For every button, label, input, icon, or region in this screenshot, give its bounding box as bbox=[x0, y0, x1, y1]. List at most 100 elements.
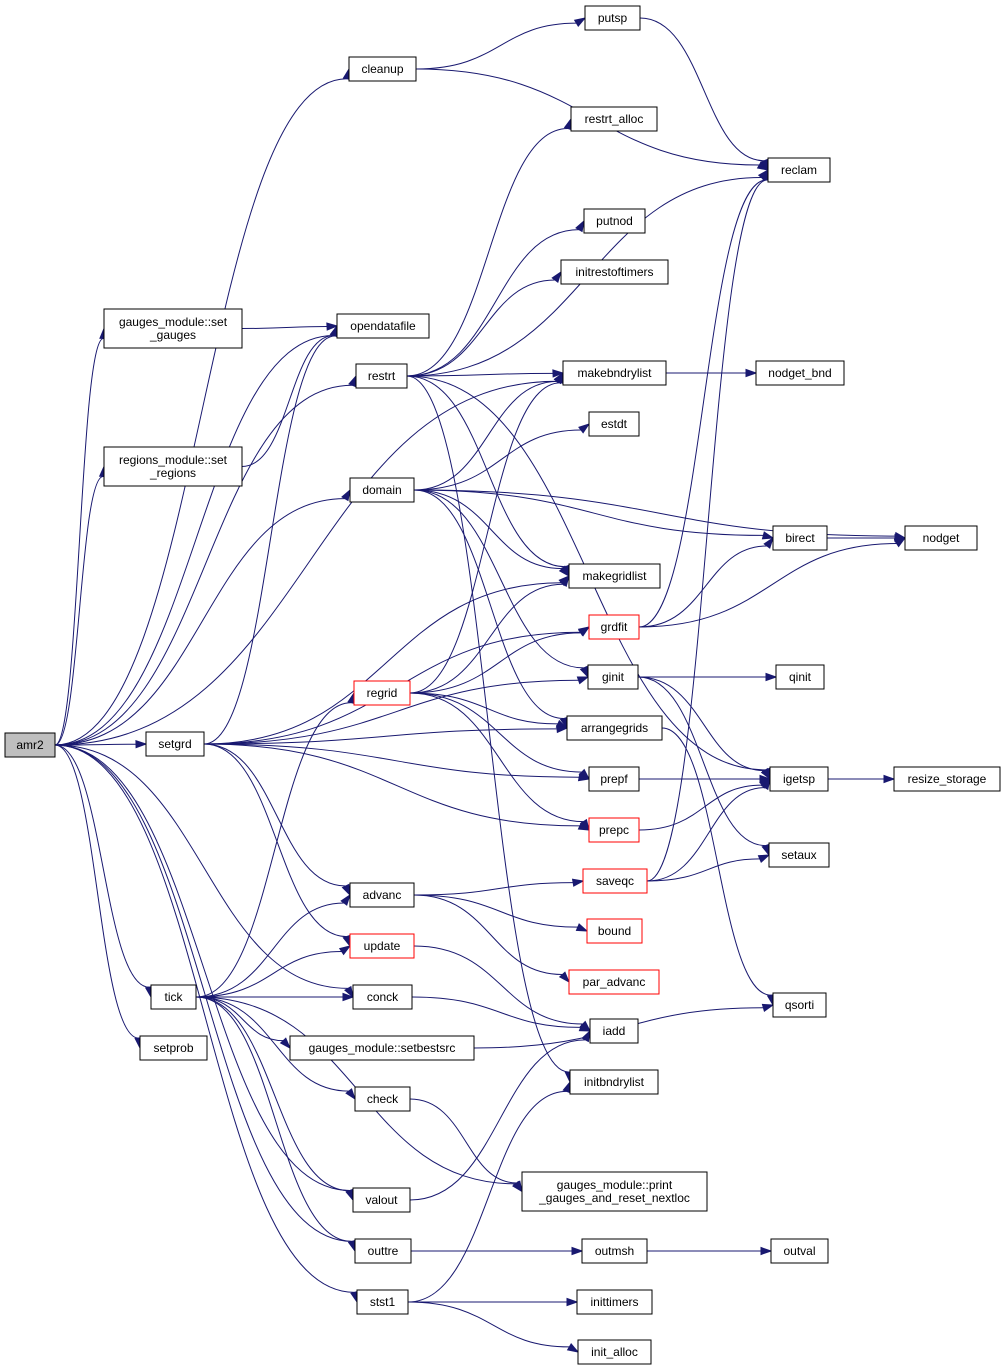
node-stst1[interactable]: stst1 bbox=[356, 1289, 409, 1315]
node-advanc[interactable]: advanc bbox=[349, 882, 415, 908]
node-nodget[interactable]: nodget bbox=[904, 525, 978, 551]
node-tick[interactable]: tick bbox=[150, 984, 197, 1010]
node-box bbox=[589, 1018, 639, 1044]
edge-line bbox=[637, 676, 766, 847]
arrowhead bbox=[577, 772, 591, 782]
node-makebndrylist[interactable]: makebndrylist bbox=[562, 360, 667, 386]
edge-amr2-to-domain bbox=[54, 488, 351, 746]
node-init-alloc[interactable]: init_alloc bbox=[577, 1339, 652, 1365]
node-setaux[interactable]: setaux bbox=[768, 842, 830, 868]
edge-tick-to-update bbox=[195, 945, 352, 998]
node-gset[interactable]: gauges_module::set_gauges bbox=[103, 308, 243, 349]
edge-setgrd-to-prepf bbox=[203, 743, 591, 782]
node-label: stst1 bbox=[370, 1295, 396, 1309]
node-inittimers[interactable]: inittimers bbox=[576, 1289, 653, 1315]
node-qinit[interactable]: qinit bbox=[775, 664, 825, 690]
edge-update-to-iadd bbox=[413, 945, 592, 1033]
node-arrangegrids[interactable]: arrangegrids bbox=[566, 715, 663, 741]
node-box bbox=[581, 1238, 648, 1264]
node-restrt-alloc[interactable]: restrt_alloc bbox=[570, 106, 658, 132]
arrowhead bbox=[566, 1343, 580, 1353]
node-estdt[interactable]: estdt bbox=[588, 411, 640, 437]
edge-line bbox=[409, 692, 584, 823]
edge-stst1-to-inittimers bbox=[407, 1297, 579, 1307]
edge-line bbox=[646, 179, 768, 882]
edge-line bbox=[409, 692, 558, 725]
node-prepf[interactable]: prepf bbox=[588, 766, 640, 792]
arrowhead bbox=[581, 1029, 591, 1043]
node-grdfit[interactable]: grdfit bbox=[588, 614, 640, 640]
node-rset[interactable]: regions_module::set_regions bbox=[103, 446, 243, 487]
node-birect[interactable]: birect bbox=[772, 525, 828, 551]
arrowhead bbox=[135, 740, 148, 749]
node-box bbox=[570, 106, 658, 132]
node-label: initbndrylist bbox=[584, 1075, 645, 1089]
edge-tick-to-advanc bbox=[195, 893, 351, 998]
node-outtre[interactable]: outtre bbox=[354, 1238, 412, 1264]
node-initrestoftimers[interactable]: initrestoftimers bbox=[560, 259, 669, 285]
edge-tick-to-outtre bbox=[195, 996, 356, 1253]
edge-line bbox=[661, 727, 772, 996]
node-amr2[interactable]: amr2 bbox=[4, 732, 56, 758]
node-resize-storage[interactable]: resize_storage bbox=[893, 766, 1001, 792]
node-setbestsrc[interactable]: gauges_module::setbestsrc bbox=[289, 1035, 475, 1061]
node-ginit[interactable]: ginit bbox=[587, 664, 639, 690]
node-nodget-bnd[interactable]: nodget_bnd bbox=[755, 360, 845, 386]
node-valout[interactable]: valout bbox=[352, 1187, 411, 1213]
edge-restrt-to-restrt_alloc bbox=[406, 117, 572, 377]
node-opendatafile[interactable]: opendatafile bbox=[336, 313, 430, 339]
node-bound[interactable]: bound bbox=[586, 918, 643, 944]
edge-amr2-to-gset bbox=[54, 326, 108, 746]
arrowhead bbox=[893, 537, 907, 548]
node-qsorti[interactable]: qsorti bbox=[772, 992, 827, 1018]
edge-line bbox=[637, 676, 765, 772]
node-domain[interactable]: domain bbox=[349, 477, 415, 503]
node-conck[interactable]: conck bbox=[352, 984, 413, 1010]
node-prepc[interactable]: prepc bbox=[588, 817, 640, 843]
edge-stst1-to-init_alloc bbox=[407, 1301, 580, 1353]
node-setprob[interactable]: setprob bbox=[139, 1035, 208, 1061]
edge-line bbox=[195, 951, 342, 998]
edge-line bbox=[639, 17, 765, 162]
node-outmsh[interactable]: outmsh bbox=[581, 1238, 648, 1264]
node-cleanup[interactable]: cleanup bbox=[348, 56, 417, 82]
edge-line bbox=[406, 279, 556, 377]
edge-line bbox=[407, 1301, 570, 1348]
node-label: putnod bbox=[596, 214, 633, 228]
edge-line bbox=[241, 334, 334, 467]
node-box bbox=[336, 313, 430, 339]
node-box bbox=[349, 933, 415, 959]
node-makegridlist[interactable]: makegridlist bbox=[568, 563, 661, 589]
node-putnod[interactable]: putnod bbox=[583, 208, 646, 234]
arrowhead bbox=[341, 488, 351, 502]
node-label: igetsp bbox=[783, 772, 815, 786]
edge-line bbox=[54, 498, 345, 746]
node-setgrd[interactable]: setgrd bbox=[145, 731, 205, 757]
node-putsp[interactable]: putsp bbox=[584, 5, 641, 31]
node-restrt[interactable]: restrt bbox=[355, 363, 408, 389]
arrowhead bbox=[563, 117, 572, 131]
node-update[interactable]: update bbox=[349, 933, 415, 959]
edge-domain-to-makegridlist bbox=[413, 489, 571, 578]
node-box bbox=[767, 157, 831, 183]
node-initbndrylist[interactable]: initbndrylist bbox=[569, 1069, 659, 1095]
node-saveqc[interactable]: saveqc bbox=[582, 868, 648, 894]
arrowhead bbox=[556, 724, 569, 734]
edge-line bbox=[203, 679, 579, 745]
node-iadd[interactable]: iadd bbox=[589, 1018, 639, 1044]
node-reclam[interactable]: reclam bbox=[767, 157, 831, 183]
node-box bbox=[352, 984, 413, 1010]
edge-line bbox=[203, 582, 562, 745]
edge-ginit-to-igetsp bbox=[637, 676, 771, 781]
node-printgauges[interactable]: gauges_module::print_gauges_and_reset_ne… bbox=[521, 1171, 708, 1212]
node-label: cleanup bbox=[361, 62, 403, 76]
node-outval[interactable]: outval bbox=[770, 1238, 829, 1264]
node-regrid[interactable]: regrid bbox=[353, 680, 411, 706]
node-box bbox=[568, 969, 660, 995]
node-check[interactable]: check bbox=[354, 1086, 411, 1112]
node-box bbox=[587, 664, 639, 690]
node-label: saveqc bbox=[596, 874, 634, 888]
node-par-advanc[interactable]: par_advanc bbox=[568, 969, 660, 995]
node-igetsp[interactable]: igetsp bbox=[769, 766, 829, 792]
edge-setgrd-to-ginit bbox=[203, 676, 590, 745]
